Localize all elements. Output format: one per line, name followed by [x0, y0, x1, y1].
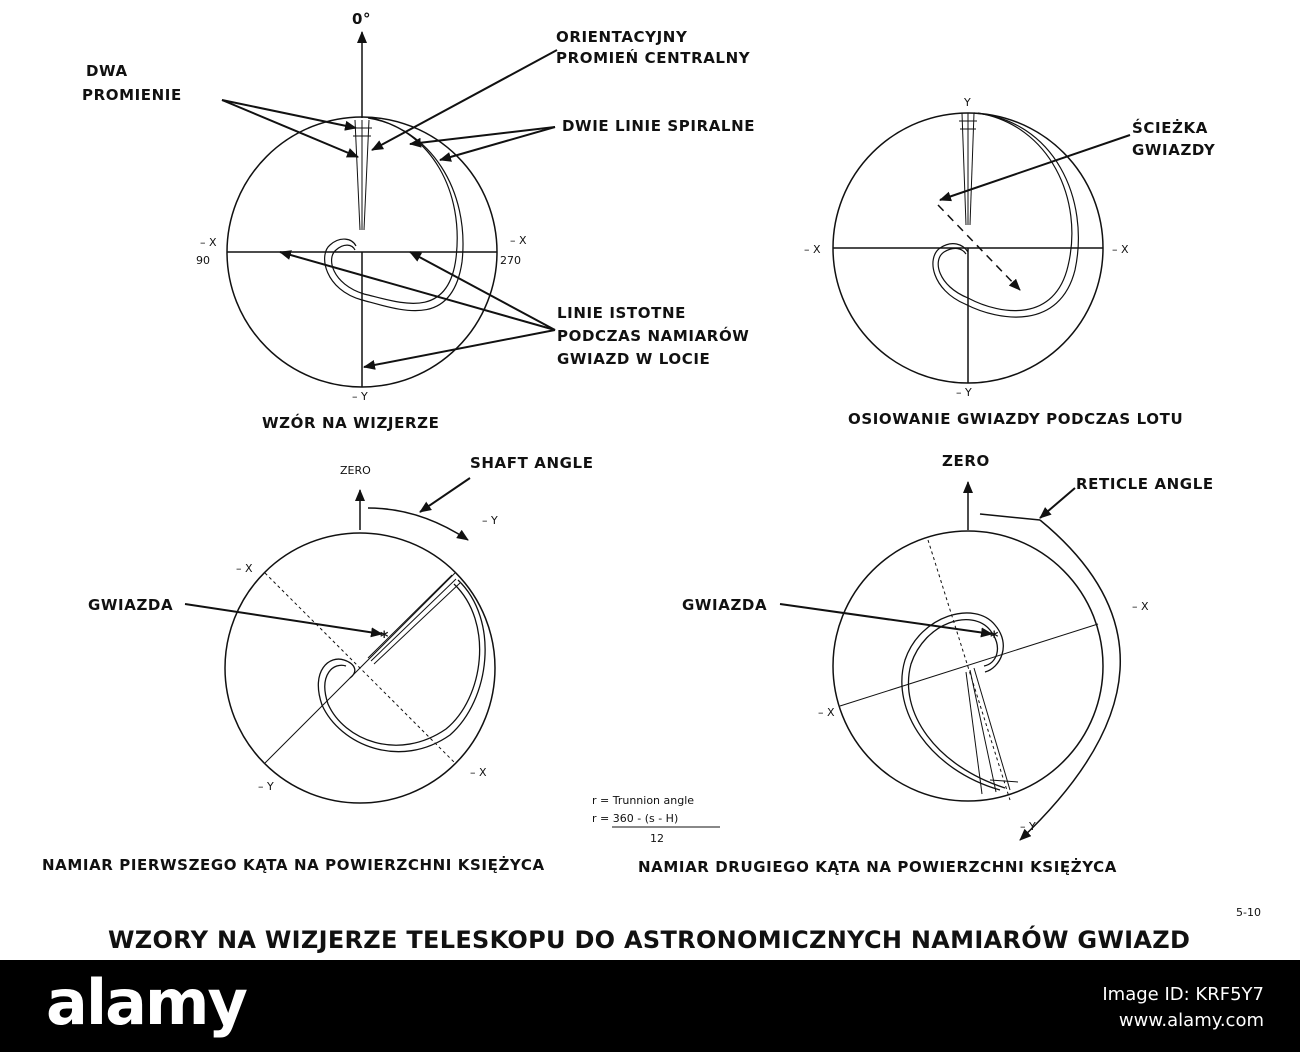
panel-second-angle: *: [779, 481, 1122, 841]
caption-star-alignment: OSIOWANIE GWIAZDY PODCZAS LOTU: [848, 410, 1183, 428]
axis-left-90: 90: [196, 254, 210, 267]
shaft-angle-arc: [367, 507, 469, 541]
formula: r = Trunnion angle r = 360 - (s - H) 12: [592, 794, 720, 845]
axis-line-1: [839, 623, 1099, 707]
panel-4-labels: ZERO RETICLE ANGLE GWIAZDA – X – X – Y N…: [638, 452, 1214, 876]
star-callout: [184, 603, 383, 638]
panel-2-labels: Y – X – X – Y ŚCIEŻKA GWIAZDY OSIOWANIE …: [804, 96, 1216, 428]
axis-line-diagonal-2: [264, 572, 456, 764]
formula-denominator: 12: [650, 832, 664, 845]
important-lines-label-2: PODCZAS NAMIARÓW: [557, 326, 749, 345]
star-path-dashed: [937, 204, 1021, 291]
star-path-callout: [939, 134, 1131, 202]
important-lines-label-1: LINIE ISTOTNE: [557, 304, 686, 322]
axis-right-x: – X: [1112, 243, 1129, 256]
spiral-outer: [324, 117, 464, 312]
caption-reticle-pattern: WZÓR NA WIZJERZE: [262, 413, 439, 432]
central-ray-label-line1: ORIENTACYJNY: [556, 28, 688, 46]
axis-x-top-left: – X: [236, 562, 253, 575]
reticle-angle-arc: [1019, 519, 1122, 841]
zero-label: ZERO: [942, 452, 990, 470]
reticle-angle-start: [979, 513, 1041, 521]
shaft-angle-label: SHAFT ANGLE: [470, 454, 594, 472]
panel-first-angle: *: [184, 477, 496, 804]
spiral-outer: [932, 112, 1079, 318]
star-path-label-1: ŚCIEŻKA: [1132, 118, 1208, 137]
watermark-image-id: Image ID: KRF5Y7: [1102, 984, 1264, 1005]
spiral-inner: [331, 117, 458, 304]
spiral-inner: [937, 112, 1073, 312]
axis-y-top-right: – Y: [482, 514, 498, 527]
panel-1-labels: 0° DWA PROMIENIE ORIENTACYJNY PROMIEŃ CE…: [82, 10, 755, 432]
formula-line-1: r = Trunnion angle: [592, 794, 694, 807]
axis-line-2: [927, 539, 1011, 801]
caption-first-angle: NAMIAR PIERWSZEGO KĄTA NA POWIERZCHNI KS…: [42, 855, 545, 874]
axis-right-270: 270: [500, 254, 521, 267]
reticle-circle: [224, 532, 496, 804]
star-label: GWIAZDA: [682, 596, 767, 614]
star-path-label-2: GWIAZDY: [1132, 141, 1216, 159]
spirals-label: DWIE LINIE SPIRALNE: [562, 117, 755, 135]
spiral-outer: [317, 579, 486, 753]
important-lines-label-3: GWIAZD W LOCIE: [557, 350, 710, 368]
axis-left-x: – X: [200, 236, 217, 249]
axis-bottom-y: – Y: [352, 390, 368, 403]
star-callout: [779, 603, 993, 638]
zero-label: ZERO: [340, 464, 371, 477]
zero-degree-label: 0°: [352, 10, 371, 28]
axis-right-x: – X: [510, 234, 527, 247]
two-rays-label-line1: DWA: [86, 62, 128, 80]
page-code: 5-10: [1236, 906, 1261, 919]
panel-reticle-pattern: [221, 31, 558, 388]
caption-second-angle: NAMIAR DRUGIEGO KĄTA NA POWIERZCHNI KSIĘ…: [638, 857, 1117, 876]
diagram-sheet: 0° DWA PROMIENIE ORIENTACYJNY PROMIEŃ CE…: [42, 10, 1261, 954]
reticle-circle: [832, 530, 1104, 802]
radial-lines: [965, 667, 1019, 795]
axis-bottom-y: – Y: [956, 386, 972, 399]
radial-lines: [352, 119, 372, 231]
reticle-callout: [1039, 487, 1076, 519]
spiral-outer: [901, 612, 1004, 791]
panel-3-labels: ZERO SHAFT ANGLE GWIAZDA – Y – X – Y – X…: [42, 454, 594, 874]
shaft-callout: [419, 477, 471, 513]
radial-lines: [959, 112, 977, 226]
panel-star-alignment: [832, 112, 1131, 384]
watermark-site: www.alamy.com: [1118, 1010, 1264, 1031]
star-label: GWIAZDA: [88, 596, 173, 614]
spiral-inner: [907, 619, 1006, 789]
axis-y-bottom: – Y: [1020, 820, 1036, 833]
radial-lines: [367, 574, 461, 665]
axis-top-y: Y: [963, 96, 971, 109]
reticle-angle-label: RETICLE ANGLE: [1076, 475, 1214, 493]
two-rays-label-line2: PROMIENIE: [82, 86, 182, 104]
formula-line-2: r = 360 - (s - H): [592, 812, 678, 825]
reticle-diagrams: 0° DWA PROMIENIE ORIENTACYJNY PROMIEŃ CE…: [42, 10, 1261, 954]
central-ray-label-line2: PROMIEŃ CENTRALNY: [556, 48, 751, 67]
axis-y-bottom-left: – Y: [258, 780, 274, 793]
watermark-brand: alamy: [46, 966, 248, 1039]
star-marker: *: [990, 627, 999, 646]
watermark-bar: alamy Image ID: KRF5Y7 www.alamy.com: [0, 960, 1300, 1052]
axis-left-x: – X: [804, 243, 821, 256]
axis-x-bottom-right: – X: [470, 766, 487, 779]
axis-x-left: – X: [818, 706, 835, 719]
spiral-inner: [324, 583, 481, 746]
callout-arrows: [221, 49, 558, 370]
star-marker: *: [380, 627, 389, 646]
axis-x-right: – X: [1132, 600, 1149, 613]
main-title: WZORY NA WIZJERZE TELESKOPU DO ASTRONOMI…: [108, 924, 1190, 954]
watermark-meta: Image ID: KRF5Y7 www.alamy.com: [1102, 982, 1264, 1034]
